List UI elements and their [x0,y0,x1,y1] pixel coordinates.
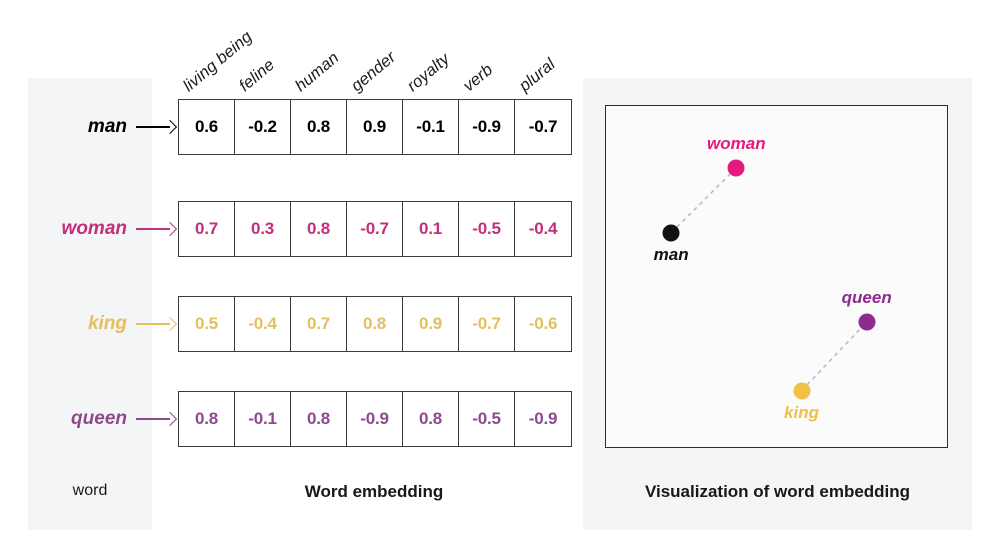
embedding-cell: -0.9 [347,392,403,446]
embedding-cell: 0.7 [179,202,235,256]
column-header: verb [459,60,497,96]
embedding-cell: -0.5 [459,202,515,256]
scatter-point-label: king [784,402,819,422]
column-header: gender [347,48,400,96]
column-header: human [291,48,343,96]
connector-lines [670,167,868,392]
caption-word: word [72,482,108,499]
embedding-cell: 0.8 [291,100,347,154]
embedding-cell: 0.3 [235,202,291,256]
scatter-point-label: queen [841,288,892,308]
embedding-cell: 0.9 [347,100,403,154]
word-label: queen [71,408,127,429]
embedding-cell: -0.4 [528,219,558,238]
column-header: feline [235,55,279,96]
embedding-cell: 0.8 [179,392,235,446]
embedding-cell: -0.9 [459,100,515,154]
word-label-row: woman [28,201,178,257]
word-label-row: king [28,296,178,352]
embedding-cell: -0.5 [459,392,515,446]
word-column-panel [28,78,152,530]
embedding-cell: -0.6 [528,314,558,333]
embedding-cell: -0.7 [347,202,403,256]
word-label: man [87,116,127,137]
column-header: plural [515,55,559,96]
word-label-row: queen [28,391,178,447]
embedding-cell: 0.8 [403,392,459,446]
arrow-right-icon [136,316,178,332]
embedding-cell: -0.4 [235,297,291,351]
caption-word-embedding: Word embedding [304,482,444,501]
word-label: woman [61,218,127,239]
embedding-cell: -0.9 [528,409,558,428]
connector-line [670,167,737,234]
column-header: royalty [403,49,454,96]
embedding-cell: 0.1 [403,202,459,256]
scatter-point [662,224,680,242]
arrow-right-icon [136,119,178,135]
arrow-right-icon [136,411,178,427]
embedding-cell: 0.5 [179,297,235,351]
word-label-row: man [28,99,178,155]
embedding-cell: 0.7 [291,297,347,351]
scatter-point [858,313,876,331]
embedding-cell: 0.8 [291,392,347,446]
connector-line [800,321,868,392]
scatter-point [727,159,745,177]
embedding-cell: 0.8 [291,202,347,256]
embedding-cell: 0.8 [347,297,403,351]
embedding-cell: -0.2 [235,100,291,154]
embedding-cell: -0.1 [403,100,459,154]
scatter-plot: man woman king queen [605,105,948,448]
word-label: king [87,313,127,334]
embedding-cell: 0.6 [179,100,235,154]
scatter-point [793,382,810,400]
embedding-cell: -0.7 [528,117,558,136]
embedding-cell: 0.9 [403,297,459,351]
embedding-cell: -0.7 [459,297,515,351]
embedding-cell: -0.1 [235,392,291,446]
caption-visualization: Visualization of word embedding [644,482,911,501]
scatter-point-label: woman [707,133,766,153]
scatter-point-label: man [653,244,689,264]
arrow-right-icon [136,221,178,237]
